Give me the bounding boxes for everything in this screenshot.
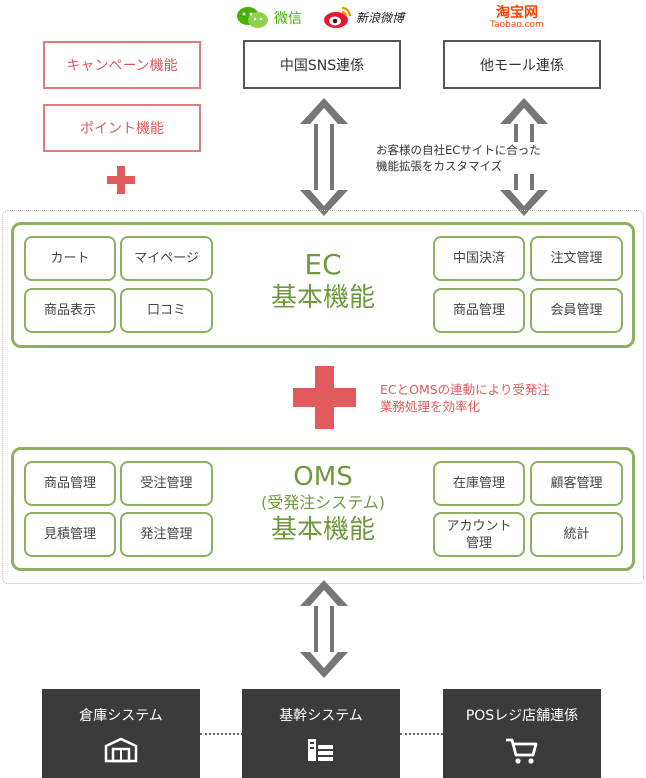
connector-left bbox=[200, 733, 243, 735]
ec-pill-product-management: 商品管理 bbox=[433, 288, 525, 333]
oms-title: OMS (受発注システム) 基本機能 bbox=[213, 462, 433, 546]
bottom-double-arrow-icon bbox=[300, 580, 348, 678]
oms-pill-purchase-order: 発注管理 bbox=[120, 512, 213, 557]
weibo-label: 新浪微博 bbox=[356, 10, 405, 25]
taobao-label: 淘宝网 bbox=[496, 5, 538, 21]
oms-title-line1: OMS bbox=[293, 462, 353, 492]
ec-pill-member-management: 会員管理 bbox=[530, 288, 623, 333]
oms-pill-product-management: 商品管理 bbox=[24, 461, 116, 506]
pos-system-label: POSレジ店舗連係 bbox=[465, 708, 579, 724]
customize-note: お客様の自社ECサイトに合った 機能拡張をカスタマイズ bbox=[376, 142, 586, 174]
customize-note-line1: お客様の自社ECサイトに合った bbox=[376, 143, 541, 157]
weibo-logo: 新浪微博 bbox=[322, 4, 404, 30]
small-plus-icon bbox=[107, 166, 135, 194]
core-system-box: 基幹システム bbox=[242, 689, 400, 778]
large-plus-icon bbox=[293, 366, 356, 429]
ec-pill-cart: カート bbox=[24, 236, 116, 281]
warehouse-system-label: 倉庫システム bbox=[79, 708, 163, 724]
oms-pill-inventory: 在庫管理 bbox=[433, 461, 525, 506]
ec-pill-china-payment: 中国決済 bbox=[433, 236, 525, 281]
customize-note-line2: 機能拡張をカスタマイズ bbox=[376, 159, 503, 173]
sns-double-arrow-icon bbox=[300, 98, 348, 216]
shopping-cart-icon bbox=[506, 738, 538, 764]
campaign-function-box: キャンペーン機能 bbox=[43, 41, 201, 89]
oms-pill-estimate-management: 見積管理 bbox=[24, 512, 116, 557]
warehouse-system-box: 倉庫システム bbox=[42, 689, 200, 778]
oms-pill-account: アカウント 管理 bbox=[433, 512, 525, 557]
connector-right bbox=[400, 733, 443, 735]
warehouse-icon bbox=[104, 737, 138, 763]
wechat-label: 微信 bbox=[274, 11, 302, 27]
ec-title-line1: EC bbox=[304, 248, 342, 281]
ec-pill-reviews: 口コミ bbox=[120, 288, 213, 333]
pos-system-box: POSレジ店舗連係 bbox=[443, 689, 601, 778]
oms-pill-customer: 顧客管理 bbox=[530, 461, 623, 506]
china-sns-box: 中国SNS連係 bbox=[243, 40, 401, 89]
server-stack-icon bbox=[308, 739, 333, 761]
ec-pill-mypage: マイページ bbox=[120, 236, 213, 281]
ec-pill-product-display: 商品表示 bbox=[24, 288, 116, 333]
wechat-logo: 微信 bbox=[236, 5, 302, 31]
oms-title-line3: 基本機能 bbox=[270, 515, 375, 545]
taobao-sub-label: Taobao.com bbox=[490, 20, 544, 30]
other-mall-box: 他モール連係 bbox=[443, 40, 601, 89]
ec-title-line2: 基本機能 bbox=[270, 283, 375, 313]
taobao-logo: 淘宝网 Taobao.com bbox=[482, 6, 552, 30]
oms-pill-order-receiving: 受注管理 bbox=[120, 461, 213, 506]
weibo-icon bbox=[324, 6, 352, 28]
oms-title-line2: (受発注システム) bbox=[260, 493, 385, 512]
oms-note-line1: ECとOMSの連動により受発注 bbox=[380, 382, 550, 397]
oms-note-line2: 業務処理を効率化 bbox=[380, 399, 481, 414]
oms-pill-statistics: 統計 bbox=[530, 512, 623, 557]
ec-pill-order-management: 注文管理 bbox=[530, 236, 623, 281]
point-function-box: ポイント機能 bbox=[43, 104, 201, 152]
oms-note: ECとOMSの連動により受発注 業務処理を効率化 bbox=[380, 381, 630, 415]
core-system-label: 基幹システム bbox=[279, 708, 363, 724]
wechat-icon bbox=[237, 7, 268, 28]
ec-title: EC 基本機能 bbox=[213, 249, 433, 315]
